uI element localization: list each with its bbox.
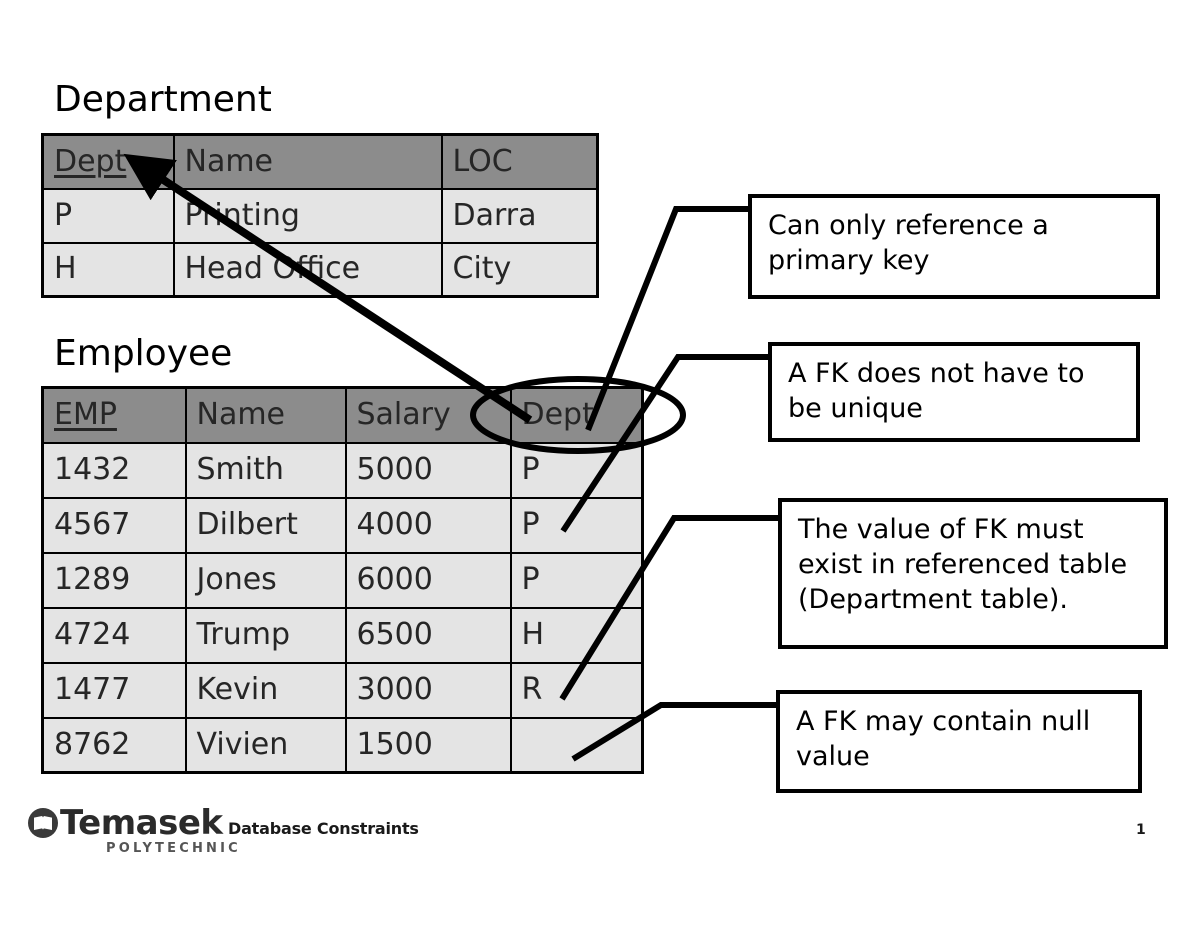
employee-col-dept-label: Dept xyxy=(521,397,594,433)
department-col-loc: LOC xyxy=(440,133,599,190)
table-cell: Head Office xyxy=(172,241,443,298)
employee-col-name: Name xyxy=(184,386,347,444)
table-cell: Smith xyxy=(184,441,347,499)
employee-header-row: EMP Name Salary Dept xyxy=(41,386,644,444)
table-row: 1477 Kevin 3000 R xyxy=(41,661,644,719)
employee-col-name-label: Name xyxy=(196,397,286,433)
table-cell: 6500 xyxy=(344,606,512,664)
table-cell: Vivien xyxy=(184,716,347,774)
table-cell: 4000 xyxy=(344,496,512,554)
callout-primary-key: Can only reference a primary key xyxy=(748,194,1160,299)
table-cell: Dilbert xyxy=(184,496,347,554)
table-cell xyxy=(509,716,644,774)
table-cell: Printing xyxy=(172,187,443,244)
employee-col-salary: Salary xyxy=(344,386,512,444)
table-cell: 1432 xyxy=(41,441,187,499)
department-col-dept-label: Dept xyxy=(54,143,127,179)
page-number: 1 xyxy=(1136,822,1146,838)
employee-table: EMP Name Salary Dept 1432 Smith 5000 P 4… xyxy=(41,386,644,774)
table-cell: Trump xyxy=(184,606,347,664)
table-cell: 1500 xyxy=(344,716,512,774)
table-row: H Head Office City xyxy=(41,241,599,298)
table-cell: R xyxy=(509,661,644,719)
table-row: P Printing Darra xyxy=(41,187,599,244)
table-cell: Kevin xyxy=(184,661,347,719)
callout-fk-null: A FK may contain null value xyxy=(776,690,1142,793)
employee-col-dept: Dept xyxy=(509,386,644,444)
table-row: 8762 Vivien 1500 xyxy=(41,716,644,774)
table-cell: 6000 xyxy=(344,551,512,609)
table-cell: P xyxy=(41,187,175,244)
department-header-row: Dept Name LOC xyxy=(41,133,599,190)
temasek-crest-icon xyxy=(28,808,58,838)
table-cell: P xyxy=(509,551,644,609)
table-cell: 4724 xyxy=(41,606,187,664)
footer-title: Database Constraints xyxy=(228,819,419,838)
table-cell: Darra xyxy=(440,187,599,244)
table-cell: 5000 xyxy=(344,441,512,499)
employee-table-title: Employee xyxy=(54,333,233,374)
table-cell: 1477 xyxy=(41,661,187,719)
table-cell: P xyxy=(509,441,644,499)
department-col-dept: Dept xyxy=(41,133,175,190)
department-col-name-label: Name xyxy=(184,143,274,179)
table-row: 4567 Dilbert 4000 P xyxy=(41,496,644,554)
department-table-title: Department xyxy=(54,79,272,120)
employee-col-emp: EMP xyxy=(41,386,187,444)
department-col-loc-label: LOC xyxy=(452,143,513,179)
table-cell: P xyxy=(509,496,644,554)
table-cell: City xyxy=(440,241,599,298)
employee-col-salary-label: Salary xyxy=(356,397,451,433)
table-cell: H xyxy=(509,606,644,664)
table-cell: Jones xyxy=(184,551,347,609)
table-row: 1432 Smith 5000 P xyxy=(41,441,644,499)
table-cell: 3000 xyxy=(344,661,512,719)
department-table: Dept Name LOC P Printing Darra H Head Of… xyxy=(41,133,599,298)
table-cell: 8762 xyxy=(41,716,187,774)
callout-fk-not-unique: A FK does not have to be unique xyxy=(768,342,1140,442)
table-cell: 4567 xyxy=(41,496,187,554)
callout-fk-must-exist: The value of FK must exist in referenced… xyxy=(778,498,1168,649)
logo-subtext: POLYTECHNIC xyxy=(106,841,241,856)
table-cell: H xyxy=(41,241,175,298)
employee-col-emp-label: EMP xyxy=(54,397,117,433)
logo-wordmark: Temasek xyxy=(60,803,223,843)
temasek-polytechnic-logo: Temasek POLYTECHNIC xyxy=(28,803,238,858)
table-row: 1289 Jones 6000 P xyxy=(41,551,644,609)
department-col-name: Name xyxy=(172,133,443,190)
table-cell: 1289 xyxy=(41,551,187,609)
table-row: 4724 Trump 6500 H xyxy=(41,606,644,664)
